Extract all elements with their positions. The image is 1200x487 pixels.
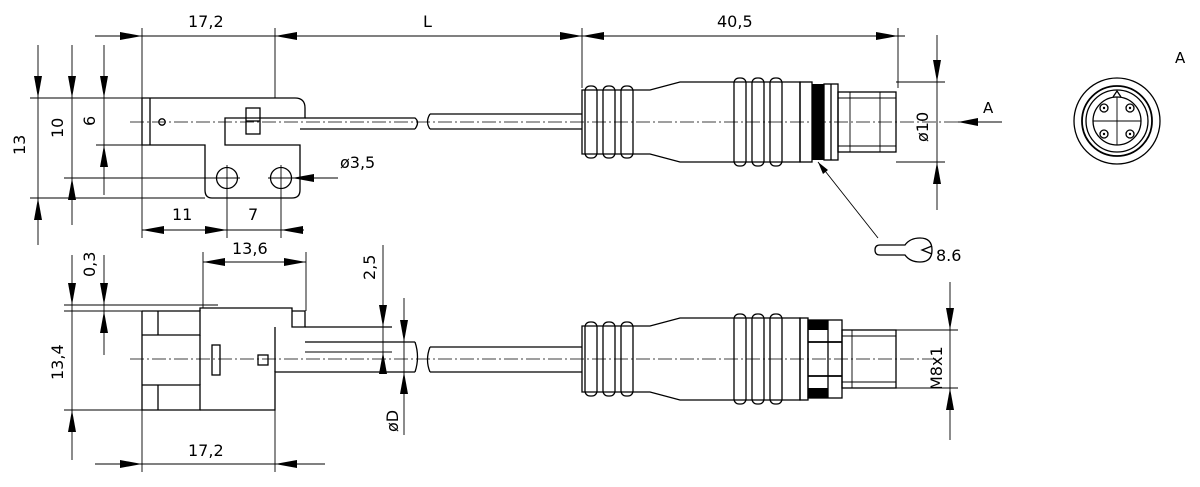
connector-top	[581, 77, 897, 167]
sensor-body-side	[141, 304, 392, 411]
dim-thread: M8x1	[927, 346, 946, 390]
cable-top	[300, 113, 582, 130]
dim-cable-dia: øD	[383, 410, 402, 432]
dim-height-6: 6	[80, 116, 99, 126]
dim-top-width-left: 17,2	[188, 12, 224, 31]
dim-spacing-7: 7	[248, 205, 258, 224]
connector-side	[581, 313, 897, 405]
dim-connector-length: 40,5	[717, 12, 753, 31]
end-view-label: A	[1175, 49, 1186, 67]
side-view: M8x1 13,6 13,4 0,3 2,5 øD	[48, 239, 958, 472]
end-view-a: A	[1073, 49, 1186, 165]
dim-hole-diameter: ø3,5	[340, 153, 375, 172]
wrench-size-label: 8.6	[936, 246, 961, 265]
top-view: 8.6 17,2 L 40,5 13 10 6	[10, 12, 1002, 265]
wrench-symbol	[874, 237, 933, 263]
sensor-body-top	[141, 97, 306, 199]
view-arrow-label: A	[983, 99, 994, 117]
dim-height-13: 13	[10, 135, 29, 155]
dim-connector-dia: ø10	[913, 112, 932, 142]
dim-bottom-width: 17,2	[188, 441, 224, 460]
dim-cable-length: L	[423, 12, 432, 31]
dim-height-13-4: 13,4	[48, 344, 67, 380]
dim-height-10: 10	[48, 118, 67, 138]
dim-spacing-11: 11	[172, 205, 192, 224]
dim-depth-0-3: 0,3	[80, 252, 99, 277]
dim-gap-2-5: 2,5	[360, 255, 379, 280]
dim-slot-13-6: 13,6	[232, 239, 268, 258]
